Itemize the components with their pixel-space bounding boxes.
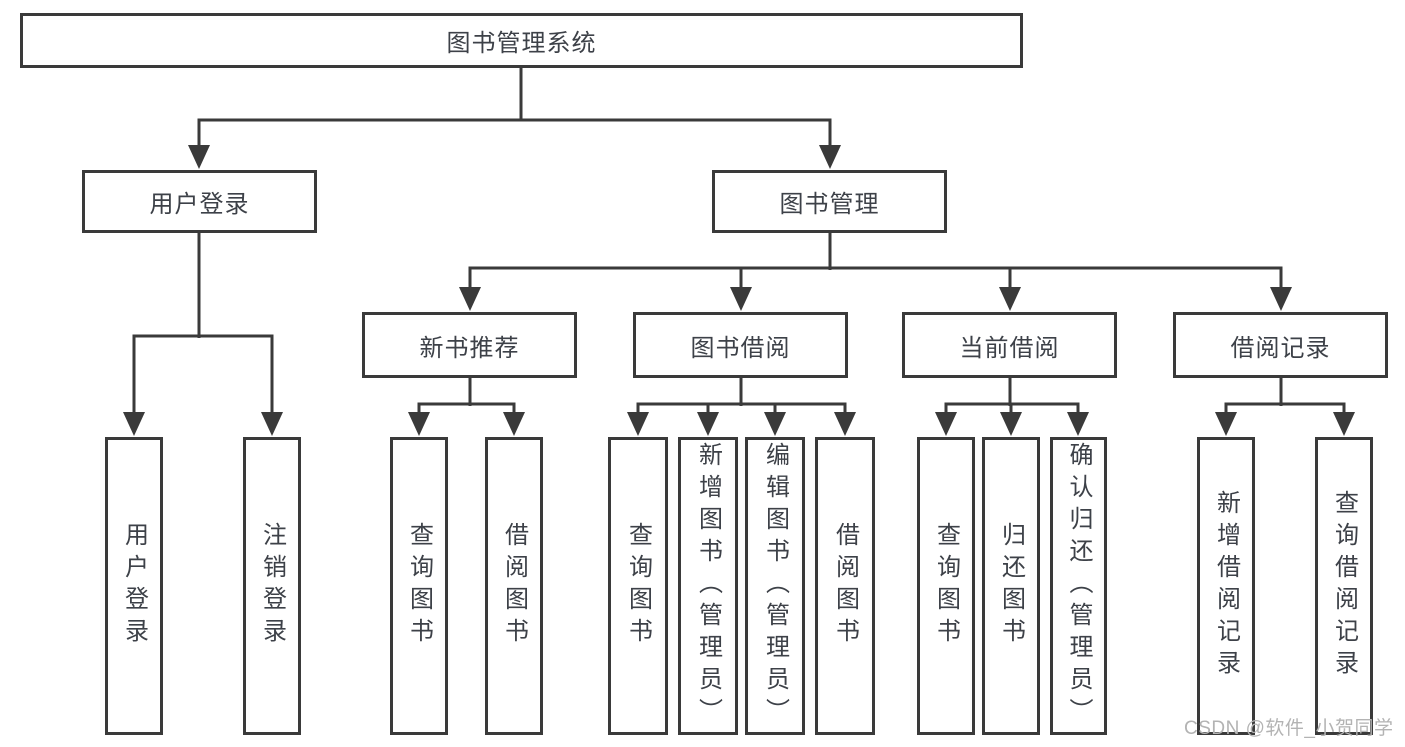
node-user-login-branch: 用户登录 — [82, 170, 317, 233]
node-label: 新增借阅记录 — [1212, 490, 1240, 682]
node-borrowing-records: 借阅记录 — [1173, 312, 1388, 378]
leaf-query-books-3: 查询图书 — [917, 437, 975, 735]
leaf-query-books-1: 查询图书 — [390, 437, 448, 735]
leaf-borrow-books-2: 借阅图书 — [815, 437, 875, 735]
node-label: 借阅图书 — [500, 522, 528, 650]
node-label: 用户登录 — [120, 522, 148, 650]
leaf-return-books: 归还图书 — [982, 437, 1040, 735]
node-label: 新增图书（管理员） — [694, 442, 722, 730]
node-label: 借阅记录 — [1230, 334, 1331, 362]
node-label: 归还图书 — [997, 522, 1025, 650]
node-label: 图书管理系统 — [446, 30, 597, 57]
node-label: 查询图书 — [405, 522, 433, 650]
node-label: 确认归还（管理员） — [1065, 442, 1092, 730]
node-label: 编辑图书（管理员） — [761, 442, 789, 730]
node-new-book-recommendation: 新书推荐 — [362, 312, 577, 378]
node-current-borrowing: 当前借阅 — [902, 312, 1117, 378]
node-label: 查询图书 — [932, 522, 960, 650]
leaf-query-books-2: 查询图书 — [608, 437, 668, 735]
node-label: 图书管理 — [779, 191, 880, 218]
leaf-add-borrow-record: 新增借阅记录 — [1197, 437, 1255, 735]
node-label: 当前借阅 — [959, 334, 1060, 362]
node-book-borrowing: 图书借阅 — [633, 312, 848, 378]
leaf-add-books-admin: 新增图书（管理员） — [678, 437, 738, 735]
node-label: 新书推荐 — [419, 334, 520, 362]
node-label: 图书借阅 — [690, 334, 791, 362]
leaf-confirm-return-admin: 确认归还（管理员） — [1050, 437, 1107, 735]
leaf-query-borrow-record: 查询借阅记录 — [1315, 437, 1373, 735]
node-label: 查询借阅记录 — [1330, 490, 1358, 682]
node-book-management: 图书管理 — [712, 170, 947, 233]
leaf-user-login: 用户登录 — [105, 437, 163, 735]
node-label: 借阅图书 — [831, 522, 859, 650]
watermark: CSDN @软件_小贺同学 — [1184, 718, 1394, 739]
leaf-edit-books-admin: 编辑图书（管理员） — [745, 437, 805, 735]
node-library-management-system: 图书管理系统 — [20, 13, 1023, 68]
leaf-logout: 注销登录 — [243, 437, 301, 735]
leaf-borrow-books-1: 借阅图书 — [485, 437, 543, 735]
node-label: 注销登录 — [258, 522, 286, 650]
node-label: 用户登录 — [149, 191, 250, 218]
node-label: 查询图书 — [624, 522, 652, 650]
